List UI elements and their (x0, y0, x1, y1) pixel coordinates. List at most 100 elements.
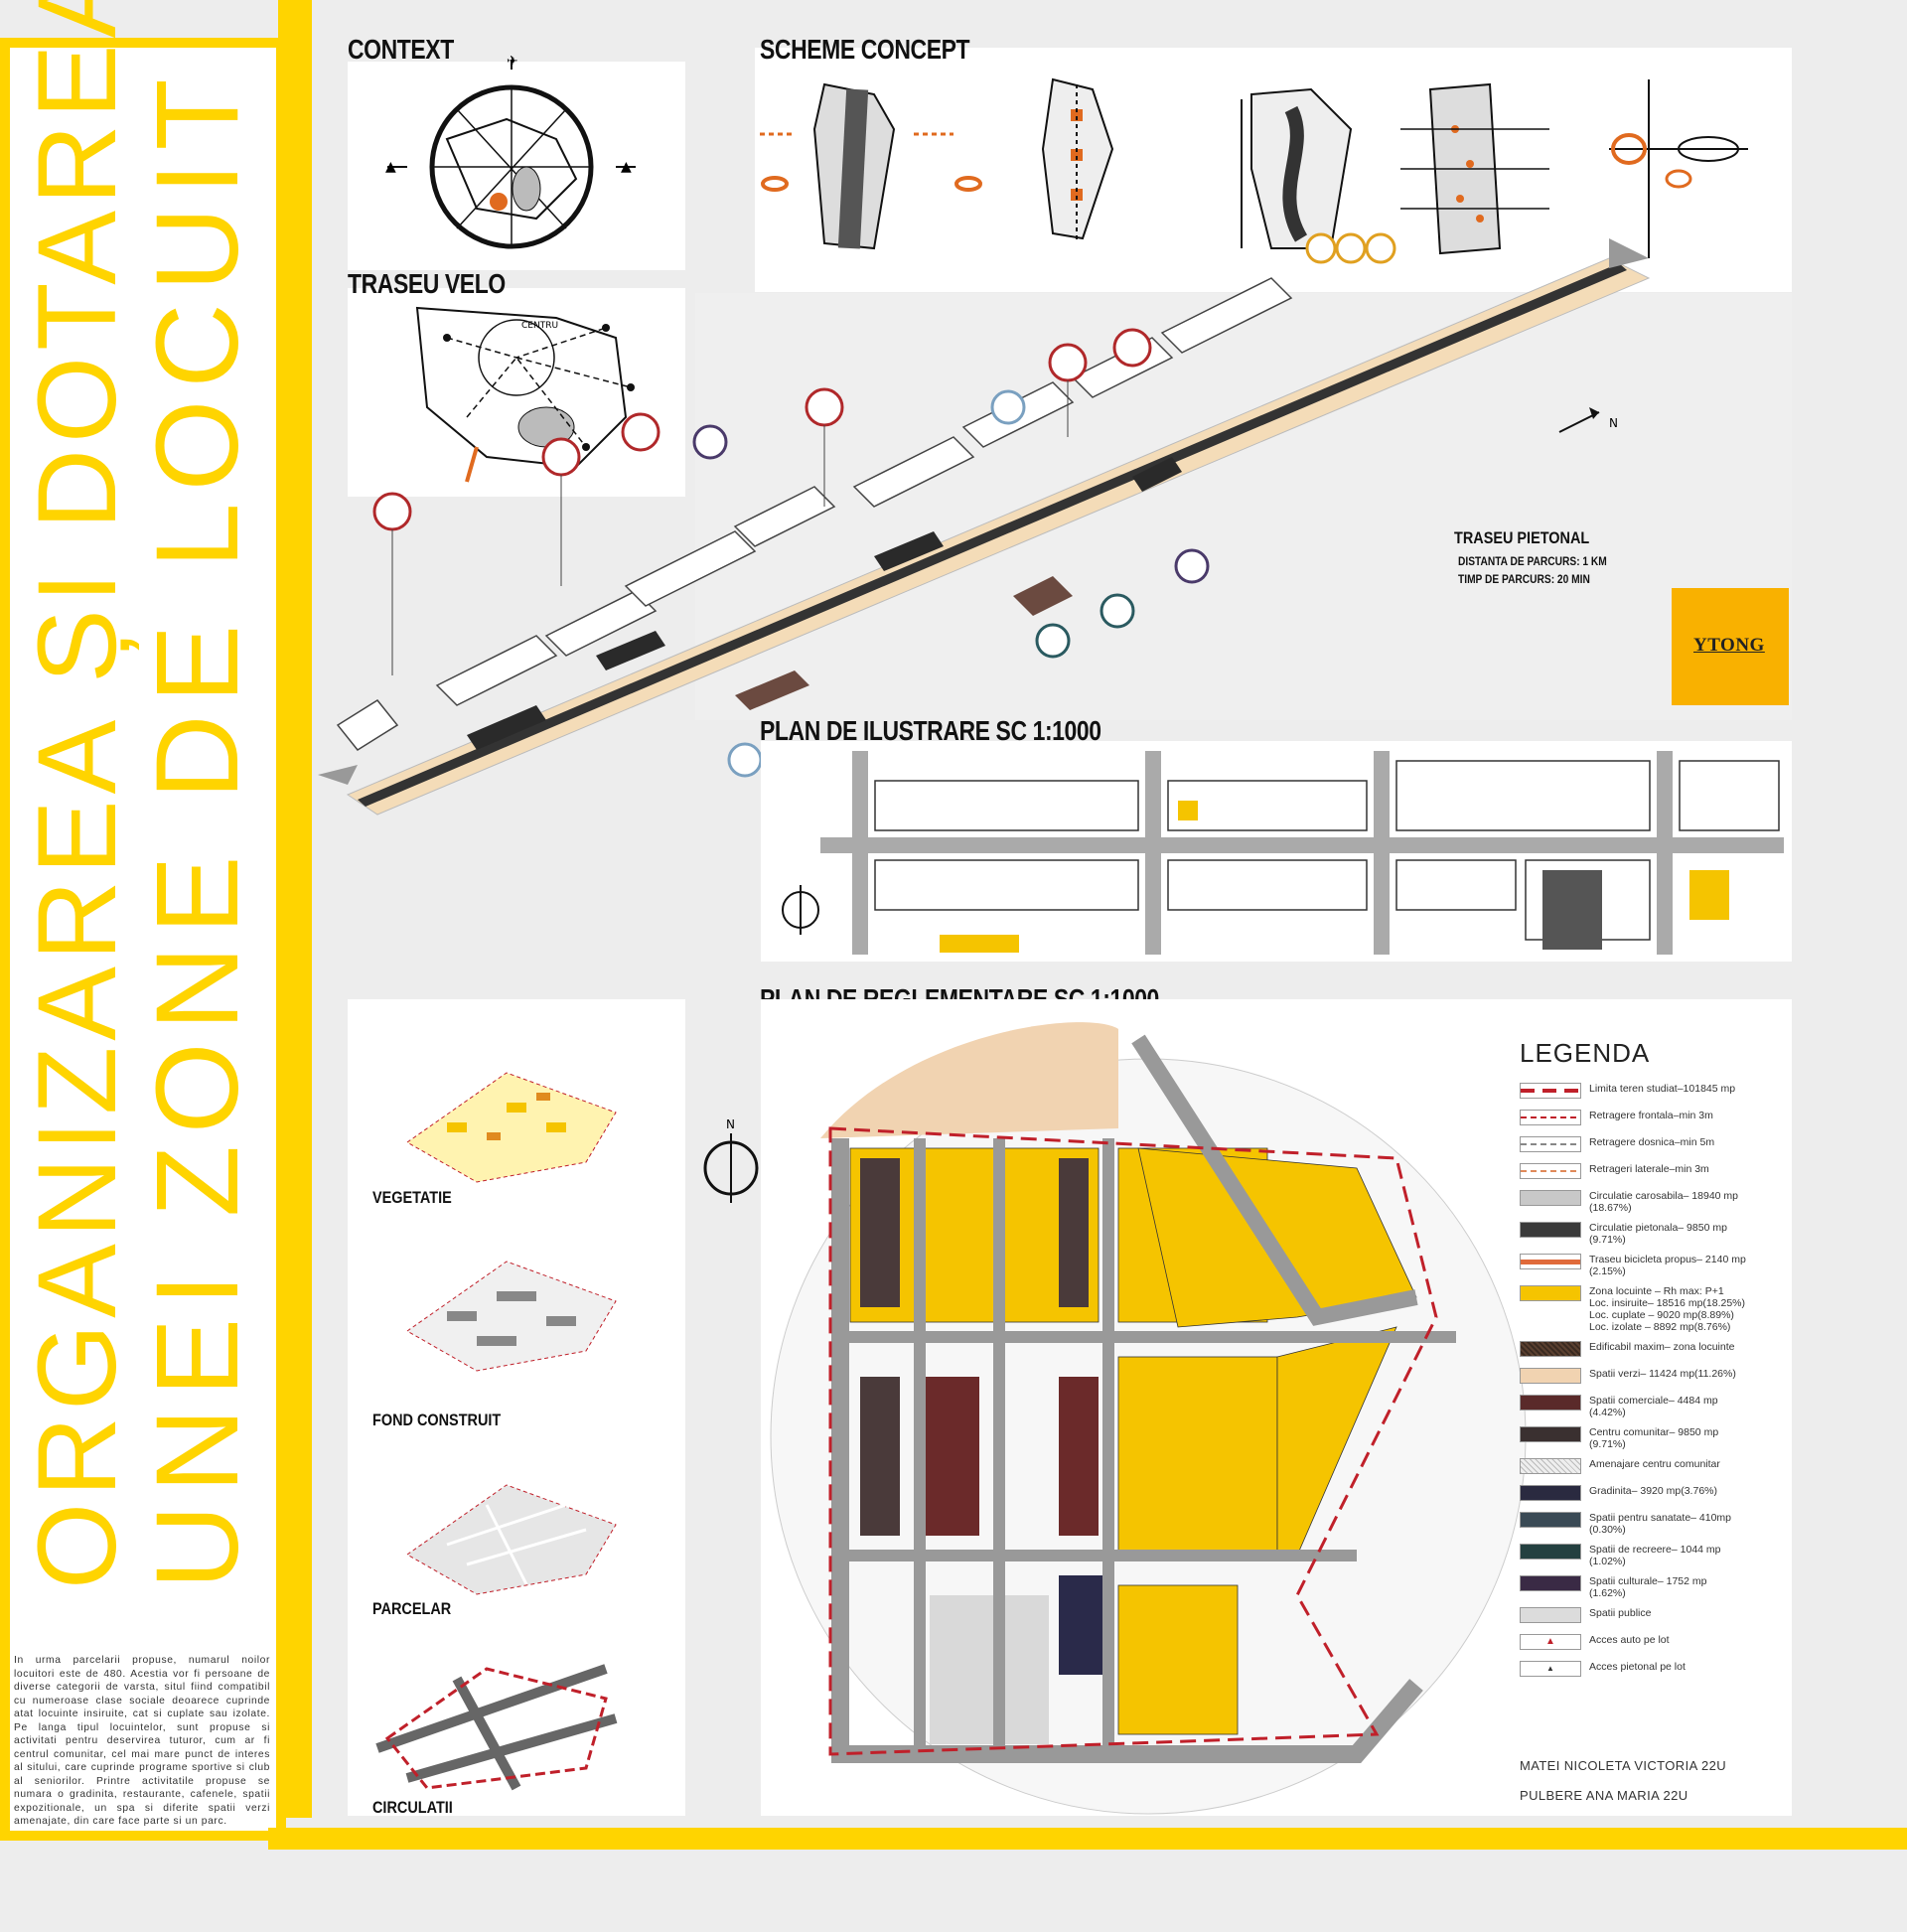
svg-text:N: N (726, 1117, 735, 1131)
axonometric-street-view: N (318, 232, 1651, 816)
description-text: In urma parcelarii propuse, numarul noil… (14, 1655, 270, 1827)
legend-item: ▲ Acces pietonal pe lot (1520, 1661, 1686, 1677)
legend-swatch: ▲ (1520, 1634, 1581, 1650)
legend-item: ▲ Acces auto pe lot (1520, 1634, 1670, 1650)
legend-label: Spatii verzi– 11424 mp(11.26%) (1589, 1368, 1736, 1380)
legend-label: Spatii culturale– 1752 mp (1.62%) (1589, 1575, 1707, 1599)
legend-label: Retragere frontala–min 3m (1589, 1110, 1713, 1121)
traseu-pietonal-distance: DISTANTA DE PARCURS: 1 KM (1458, 554, 1607, 568)
legend-label: Spatii de recreere– 1044 mp (1.02%) (1589, 1544, 1721, 1567)
diagram-circulatii (375, 1664, 618, 1791)
legend-swatch (1520, 1485, 1581, 1501)
credit-author-2: PULBERE ANA MARIA 22U (1520, 1788, 1688, 1803)
legend-swatch (1520, 1163, 1581, 1179)
legend-item: Spatii verzi– 11424 mp(11.26%) (1520, 1368, 1736, 1384)
legend-item: Retragere frontala–min 3m (1520, 1110, 1713, 1125)
legend-swatch (1520, 1458, 1581, 1474)
label-vegetatie: VEGETATIE (372, 1188, 452, 1207)
diagram-vegetatie (406, 1072, 617, 1183)
legend-label: Centru comunitar– 9850 mp (9.71%) (1589, 1426, 1719, 1450)
svg-text:▲: ▲ (385, 159, 396, 175)
legend-label: Spatii publice (1589, 1607, 1652, 1619)
legend-swatch (1520, 1544, 1581, 1560)
scheme-concept-heading: SCHEME CONCEPT (760, 34, 970, 65)
title-yellow-bar (278, 0, 312, 1818)
svg-text:✈: ✈ (507, 54, 518, 70)
legend-item: Traseu bicicleta propus– 2140 mp (2.15%) (1520, 1254, 1746, 1277)
legend-swatch (1520, 1395, 1581, 1411)
legend-item: Retragere dosnica–min 5m (1520, 1136, 1714, 1152)
legend-item: Amenajare centru comunitar (1520, 1458, 1720, 1474)
legend-swatch (1520, 1341, 1581, 1357)
traseu-velo-panel (348, 288, 685, 497)
legend-label: Circulatie pietonala– 9850 mp (9.71%) (1589, 1222, 1727, 1246)
legend-title: LEGENDA (1520, 1038, 1651, 1068)
traseu-velo-heading: TRASEU VELO (348, 268, 506, 299)
svg-text:N: N (1609, 416, 1618, 430)
traseu-pietonal-time: TIMP DE PARCURS: 20 MIN (1458, 572, 1590, 586)
legend-item: Circulatie carosabila– 18940 mp (18.67%) (1520, 1190, 1738, 1214)
plan-ilustrare-drawing (782, 751, 1784, 955)
label-circulatii: CIRCULATII (372, 1798, 453, 1817)
legend-label: Limita teren studiat–101845 mp (1589, 1083, 1736, 1095)
legend-label: Acces auto pe lot (1589, 1634, 1670, 1646)
legend-label: Gradinita– 3920 mp(3.76%) (1589, 1485, 1717, 1497)
legend-swatch (1520, 1512, 1581, 1528)
ytong-logo: YTONG (1672, 588, 1789, 705)
legend-item: Spatii culturale– 1752 mp (1.62%) (1520, 1575, 1707, 1599)
credit-author-1: MATEI NICOLETA VICTORIA 22U (1520, 1758, 1727, 1773)
title-line-1: ORGANIZAREA ȘI DOTAREA (15, 0, 139, 1589)
legend-label: Traseu bicicleta propus– 2140 mp (2.15%) (1589, 1254, 1746, 1277)
centru-label: CENTRU (521, 321, 558, 331)
legend-item: Spatii publice (1520, 1607, 1651, 1623)
legend-item: Retrageri laterale–min 3m (1520, 1163, 1709, 1179)
legend-label: Amenajare centru comunitar (1589, 1458, 1720, 1470)
plan-ilustrare-heading: PLAN DE ILUSTRARE SC 1:1000 (760, 715, 1101, 746)
legend-swatch (1520, 1083, 1581, 1099)
legend-label: Retrageri laterale–min 3m (1589, 1163, 1709, 1175)
legend-item: Spatii comerciale– 4484 mp (4.42%) (1520, 1395, 1718, 1418)
legend-swatch (1520, 1254, 1581, 1269)
diagram-parcelar (406, 1484, 617, 1595)
legend-label: Circulatie carosabila– 18940 mp (18.67%) (1589, 1190, 1738, 1214)
legend-swatch (1520, 1136, 1581, 1152)
legend-swatch (1520, 1190, 1581, 1206)
legend-item: Spatii pentru sanatate– 410mp (0.30%) (1520, 1512, 1731, 1536)
legend-label: Spatii comerciale– 4484 mp (4.42%) (1589, 1395, 1718, 1418)
legend-item: Limita teren studiat–101845 mp (1520, 1083, 1735, 1099)
label-fond-construit: FOND CONSTRUIT (372, 1411, 502, 1429)
legend-label: Spatii pentru sanatate– 410mp (0.30%) (1589, 1512, 1732, 1536)
legend-swatch (1520, 1110, 1581, 1125)
legend-swatch: ▲ (1520, 1661, 1581, 1677)
legend-item: Spatii de recreere– 1044 mp (1.02%) (1520, 1544, 1721, 1567)
legend-swatch (1520, 1222, 1581, 1238)
bottom-yellow-bar (268, 1828, 1907, 1850)
legend-swatch (1520, 1426, 1581, 1442)
svg-text:▲: ▲ (621, 159, 632, 175)
plan-reglementare-drawing: N (703, 1022, 1527, 1815)
legend-label: Edificabil maxim– zona locuinte (1589, 1341, 1735, 1353)
label-parcelar: PARCELAR (372, 1599, 452, 1618)
concept-sketches (760, 77, 1748, 258)
legend-swatch (1520, 1285, 1581, 1301)
legend-swatch (1520, 1368, 1581, 1384)
legend-label: Retragere dosnica–min 5m (1589, 1136, 1715, 1148)
legend-label: Acces pietonal pe lot (1589, 1661, 1686, 1673)
axonometric-panel (695, 293, 1792, 720)
legend-list: Limita teren studiat–101845 mp Retragere … (1520, 1083, 1788, 1718)
velo-route-map: CENTRU (415, 306, 635, 483)
legend-item: Circulatie pietonala– 9850 mp (9.71%) (1520, 1222, 1727, 1246)
diagram-fond-construit (406, 1261, 617, 1372)
legend-item: Centru comunitar– 9850 mp (9.71%) (1520, 1426, 1718, 1450)
context-heading: CONTEXT (348, 34, 454, 65)
title-line-2: UNEI ZONE DE LOCUIT (132, 67, 263, 1589)
title-frame (0, 38, 286, 1841)
ytong-logo-text: YTONG (1693, 635, 1765, 656)
legend-label: Zona locuinte – Rh max: P+1 Loc. insirui… (1589, 1285, 1746, 1333)
legend-swatch (1520, 1575, 1581, 1591)
legend-swatch (1520, 1607, 1581, 1623)
legend-item: Gradinita– 3920 mp(3.76%) (1520, 1485, 1717, 1501)
context-map: ▲ ▲ ✈ (385, 54, 636, 249)
legend-item: Edificabil maxim– zona locuinte (1520, 1341, 1735, 1357)
traseu-pietonal-title: TRASEU PIETONAL (1454, 528, 1590, 547)
